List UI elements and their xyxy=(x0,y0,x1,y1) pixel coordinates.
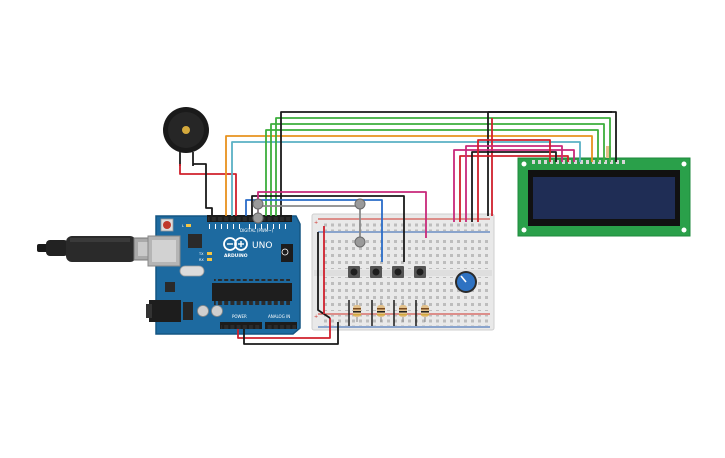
wire-junctions xyxy=(252,198,366,248)
wire-red xyxy=(477,139,551,222)
power-jack xyxy=(149,300,181,322)
lcd-screen xyxy=(533,177,675,219)
pushbutton[interactable] xyxy=(370,266,382,278)
wire-black xyxy=(251,195,405,262)
wire-black xyxy=(280,111,617,216)
pushbutton[interactable] xyxy=(348,266,360,278)
voltage-regulator xyxy=(183,302,193,320)
usb-cable xyxy=(37,236,157,262)
resistor xyxy=(421,300,429,322)
microcontroller-chip xyxy=(212,283,292,301)
icsp-header xyxy=(281,244,293,262)
wire-magenta xyxy=(465,145,563,222)
svg-text:+: + xyxy=(314,220,318,226)
analog-header-label: ANALOG IN xyxy=(268,314,290,319)
power-header-label: POWER xyxy=(232,314,247,319)
wire-black xyxy=(471,151,557,222)
arduino-brand-label: ARDUINO xyxy=(224,253,248,259)
wire-magenta xyxy=(453,149,575,222)
resistor xyxy=(377,300,385,322)
led-label-l: L xyxy=(182,224,184,228)
power-symbol-icon xyxy=(281,248,289,256)
wire-red xyxy=(237,318,331,339)
wire-grey xyxy=(257,205,361,238)
usb-chip xyxy=(188,234,202,248)
wire-green xyxy=(265,129,599,216)
wire-orange xyxy=(225,135,593,216)
wire-black xyxy=(243,322,339,345)
piezo-buzzer[interactable] xyxy=(163,107,209,166)
lcd-16x2-display xyxy=(517,146,691,237)
wire-blue xyxy=(245,199,383,262)
led-tx xyxy=(207,252,212,255)
resistor xyxy=(353,300,361,322)
led-rx xyxy=(207,258,212,261)
arduino-model-label: UNO xyxy=(252,241,272,251)
capacitor xyxy=(211,305,223,317)
digital-header-label: DIGITAL (PWM~) xyxy=(240,228,274,233)
arduino-logo-icon xyxy=(223,237,248,251)
wire-red xyxy=(459,155,569,222)
wire-green xyxy=(270,123,605,216)
wire-red xyxy=(179,164,237,216)
wire-green xyxy=(275,117,611,216)
led-l xyxy=(186,224,191,227)
potentiometer[interactable] xyxy=(455,271,477,293)
wires xyxy=(179,111,617,345)
svg-text:+: + xyxy=(314,314,318,320)
backlight-resistor xyxy=(606,146,611,158)
wire-black xyxy=(317,232,331,319)
capacitor xyxy=(197,305,209,317)
pushbutton[interactable] xyxy=(392,266,404,278)
led-label-tx: TX xyxy=(198,252,204,256)
wire-cyan xyxy=(231,141,581,216)
pushbutton[interactable] xyxy=(414,266,426,278)
resistor xyxy=(399,300,407,322)
crystal xyxy=(179,265,205,277)
arduino-uno-board[interactable]: L TX RX ARDUINO UNO DIGITAL (PWM~) POWER… xyxy=(146,215,301,335)
led-label-rx: RX xyxy=(199,258,204,262)
wire-black xyxy=(193,163,213,216)
digital-pin-labels xyxy=(209,224,286,229)
lcd-pins xyxy=(532,160,625,164)
